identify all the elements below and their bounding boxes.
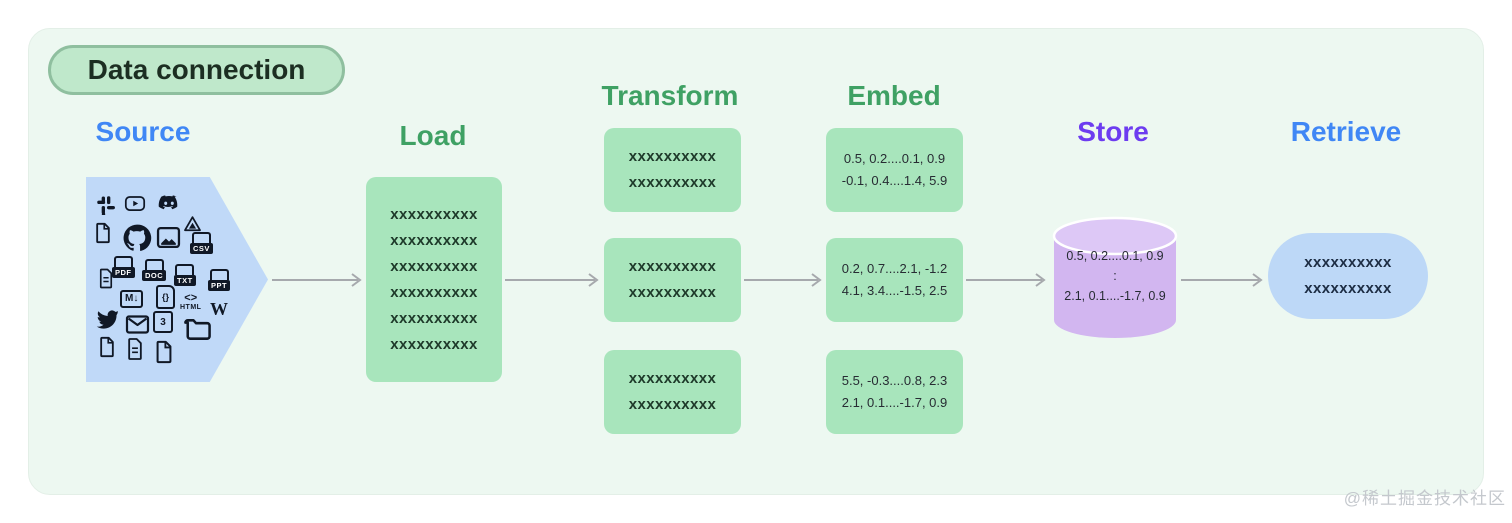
diagram-title: Data connection [48, 45, 345, 95]
transform-box-2: xxxxxxxxxx xxxxxxxxxx [604, 238, 741, 322]
embed-row: 2.1, 0.1....-1.7, 0.9 [841, 395, 948, 410]
store-values: 0.5, 0.2....0.1, 0.9 : 2.1, 0.1....-1.7,… [1050, 246, 1180, 306]
google-drive-icon [182, 214, 202, 232]
ppt-label: PPT [208, 280, 231, 291]
stage-header-transform: Transform [601, 80, 739, 111]
store-line: : [1113, 269, 1117, 283]
diagram-panel [28, 28, 1484, 495]
transform-row: xxxxxxxxxx [628, 370, 717, 387]
html-icon: <> HTML [180, 292, 202, 312]
embed-box-3: 5.5, -0.3....0.8, 2.3 2.1, 0.1....-1.7, … [826, 350, 963, 434]
css3-icon: 3 [153, 311, 173, 333]
arrow-source-to-load [272, 273, 362, 287]
file-icon [96, 335, 118, 359]
stage-header-store: Store [1077, 116, 1149, 147]
ppt-file-icon: PPT [208, 269, 231, 291]
load-row: xxxxxxxxxx [390, 335, 478, 353]
transform-row: xxxxxxxxxx [628, 284, 717, 301]
discord-icon [155, 193, 183, 215]
store-line: 0.5, 0.2....0.1, 0.9 [1066, 249, 1164, 263]
arrow-load-to-transform [505, 273, 599, 287]
embed-row: 0.2, 0.7....2.1, -1.2 [841, 261, 948, 276]
retrieve-row: xxxxxxxxxx [1304, 280, 1392, 297]
stage-header-load: Load [399, 120, 467, 151]
transform-row: xxxxxxxxxx [628, 258, 717, 275]
html-word-label: HTML [180, 304, 202, 311]
txt-label: TXT [174, 275, 196, 286]
twitter-icon [92, 305, 122, 331]
pdf-label: PDF [112, 267, 135, 278]
stage-header-embed: Embed [847, 80, 941, 111]
load-row: xxxxxxxxxx [390, 309, 478, 327]
folder-icon [182, 317, 212, 341]
csv-file-icon: CSV [190, 232, 213, 254]
transform-row: xxxxxxxxxx [628, 148, 717, 165]
load-row: xxxxxxxxxx [390, 205, 478, 223]
css3-label: 3 [153, 311, 173, 333]
embed-row: 4.1, 3.4....-1.5, 2.5 [841, 283, 948, 298]
arrow-transform-to-embed [744, 273, 822, 287]
file-text-icon [124, 337, 146, 361]
arrow-embed-to-store [966, 273, 1046, 287]
diagram-title-label: Data connection [87, 54, 306, 85]
retrieve-box: xxxxxxxxxx xxxxxxxxxx [1268, 233, 1428, 319]
transform-row: xxxxxxxxxx [628, 396, 717, 413]
stage-header-source: Source [95, 116, 191, 147]
watermark: @稀土掘金技术社区 [1343, 489, 1506, 508]
github-icon [121, 222, 153, 254]
txt-file-icon: TXT [174, 264, 196, 286]
markdown-label: M↓ [120, 290, 144, 308]
transform-row: xxxxxxxxxx [628, 174, 717, 191]
embed-row: 5.5, -0.3....0.8, 2.3 [841, 373, 948, 388]
csv-label: CSV [190, 243, 213, 254]
wikipedia-icon: W [210, 299, 228, 319]
doc-label: DOC [142, 270, 167, 281]
load-row: xxxxxxxxxx [390, 231, 478, 249]
file-text-icon [96, 266, 116, 290]
code-file-icon: {} [156, 285, 175, 309]
youtube-icon [121, 192, 149, 214]
file-icon [152, 339, 176, 365]
file-icon [92, 221, 114, 245]
stage-header-retrieve: Retrieve [1290, 116, 1402, 147]
markdown-icon: M↓ [120, 290, 144, 308]
embed-row: -0.1, 0.4....1.4, 5.9 [841, 173, 948, 188]
embed-box-2: 0.2, 0.7....2.1, -1.2 4.1, 3.4....-1.5, … [826, 238, 963, 322]
doc-file-icon: DOC [142, 259, 167, 281]
transform-box-3: xxxxxxxxxx xxxxxxxxxx [604, 350, 741, 434]
image-icon [154, 225, 182, 249]
pdf-file-icon: PDF [112, 256, 135, 278]
load-row: xxxxxxxxxx [390, 283, 478, 301]
load-box: xxxxxxxxxx xxxxxxxxxx xxxxxxxxxx xxxxxxx… [366, 177, 502, 382]
embed-row: 0.5, 0.2....0.1, 0.9 [843, 151, 946, 166]
html-tag-label: <> [184, 292, 198, 304]
transform-box-1: xxxxxxxxxx xxxxxxxxxx [604, 128, 741, 212]
embed-box-1: 0.5, 0.2....0.1, 0.9 -0.1, 0.4....1.4, 5… [826, 128, 963, 212]
slack-icon [95, 194, 117, 216]
arrow-store-to-retrieve [1181, 273, 1263, 287]
load-row: xxxxxxxxxx [390, 257, 478, 275]
store-line: 2.1, 0.1....-1.7, 0.9 [1064, 289, 1166, 303]
retrieve-row: xxxxxxxxxx [1304, 254, 1392, 271]
code-label: {} [156, 285, 175, 309]
database-cylinder [1052, 216, 1178, 338]
email-icon [124, 314, 150, 334]
